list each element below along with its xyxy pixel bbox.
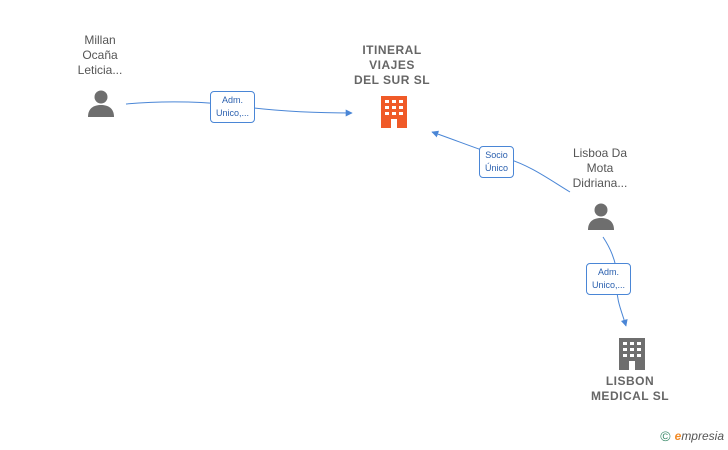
company-itineral-name-line-1: ITINERAL: [362, 43, 422, 57]
person-lisboa-name-line-3: Didriana...: [572, 176, 628, 190]
person-millan-name-line-3: Leticia...: [77, 63, 123, 77]
person-millan-label[interactable]: Millan Ocaña Leticia...: [60, 33, 140, 78]
person-millan-name-line-1: Millan: [84, 33, 116, 47]
edge-label-lisboa-lisbon[interactable]: Adm. Unico,...: [586, 263, 632, 295]
company-lisbon-label[interactable]: LISBON MEDICAL SL: [580, 374, 680, 404]
company-lisbon-name-line-1: LISBON: [605, 374, 655, 388]
edge-label-millan-itineral[interactable]: Adm. Unico,...: [210, 91, 256, 123]
company-itineral-label[interactable]: ITINERAL VIAJES DEL SUR SL: [342, 43, 442, 88]
edge-label-line: Unico,...: [216, 108, 250, 118]
edge-label-line: Socio: [485, 150, 508, 160]
brand-logo[interactable]: empresia: [675, 429, 724, 443]
edge-label-line: Unico,...: [592, 280, 626, 290]
person-millan-name-line-2: Ocaña: [82, 48, 118, 62]
brand-name: mpresia: [681, 429, 724, 443]
person-icon[interactable]: [86, 88, 116, 118]
edge-label-line: Adm.: [222, 95, 244, 105]
copyright-symbol: ©: [660, 428, 671, 444]
building-icon[interactable]: [616, 336, 648, 370]
brand-initial: e: [674, 429, 682, 443]
edge-label-line: Adm.: [598, 267, 620, 277]
building-icon[interactable]: [378, 94, 410, 128]
person-lisboa-name-line-2: Mota: [586, 161, 614, 175]
footer-brand: © empresia: [660, 428, 724, 444]
person-lisboa-label[interactable]: Lisboa Da Mota Didriana...: [560, 146, 640, 191]
person-icon[interactable]: [586, 201, 616, 231]
person-lisboa-name-line-1: Lisboa Da: [572, 146, 628, 160]
company-itineral-name-line-3: DEL SUR SL: [353, 73, 431, 87]
company-lisbon-name-line-2: MEDICAL SL: [590, 389, 670, 403]
edge-label-lisboa-itineral[interactable]: Socio Único: [479, 146, 515, 178]
company-itineral-name-line-2: VIAJES: [369, 58, 415, 72]
edge-label-line: Único: [485, 163, 509, 173]
